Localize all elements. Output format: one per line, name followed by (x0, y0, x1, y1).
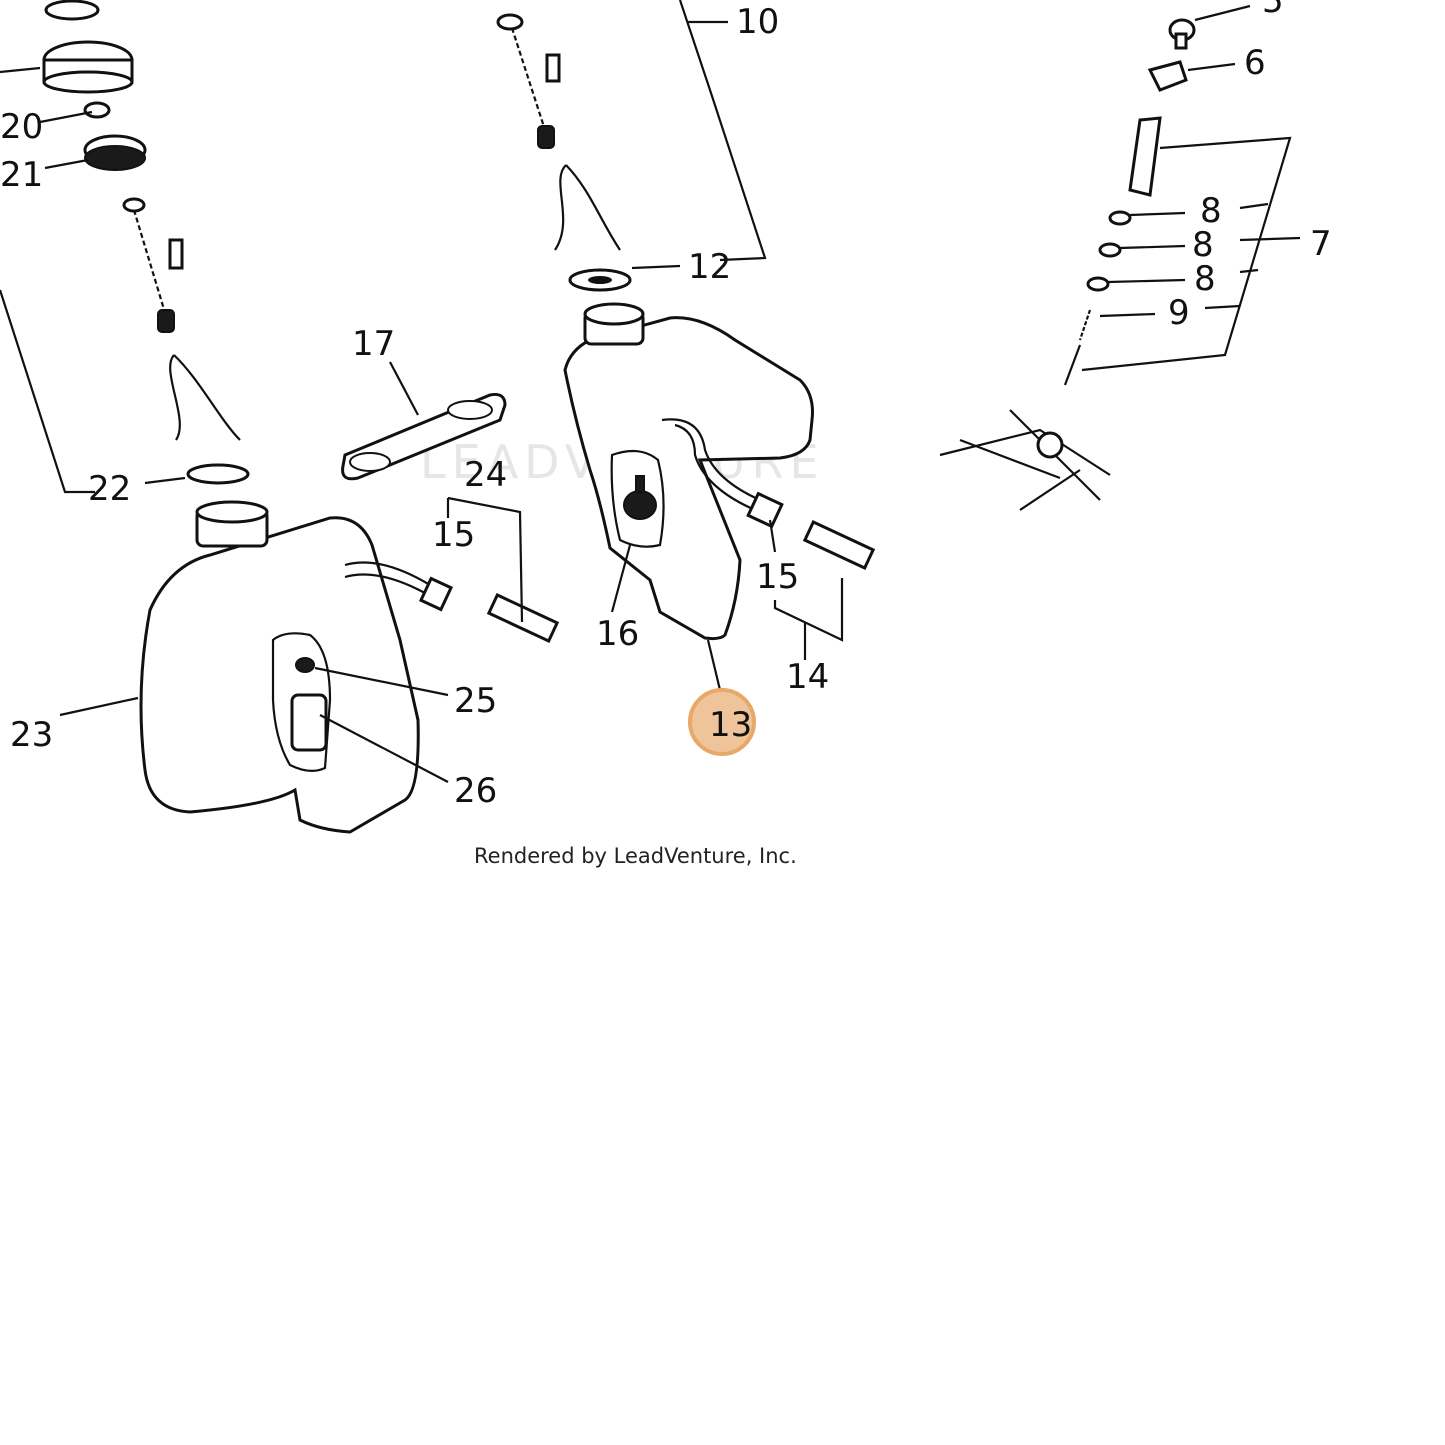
part-gasket-17 (341, 393, 507, 481)
label-25[interactable]: 25 (454, 681, 497, 721)
label-23[interactable]: 23 (10, 715, 53, 755)
part-tank-13 (563, 302, 876, 641)
label-5[interactable]: 5 (1262, 0, 1284, 21)
credit-text: Rendered by LeadVenture, Inc. (474, 844, 797, 868)
label-24[interactable]: 24 (464, 455, 507, 495)
highlight-circle-13[interactable] (688, 688, 756, 756)
part-chain-center (496, 13, 632, 292)
label-15-right[interactable]: 15 (756, 557, 799, 597)
label-22[interactable]: 22 (88, 469, 131, 509)
label-15-left[interactable]: 15 (432, 515, 475, 555)
label-8-c[interactable]: 8 (1194, 259, 1216, 299)
label-7[interactable]: 7 (1310, 224, 1332, 264)
label-8-b[interactable]: 8 (1192, 225, 1214, 265)
label-13[interactable]: 13 (709, 705, 752, 745)
label-12[interactable]: 12 (688, 247, 731, 287)
part-valve-assembly-right (939, 18, 1196, 511)
label-26[interactable]: 26 (454, 771, 497, 811)
label-21[interactable]: 21 (0, 155, 43, 195)
label-10[interactable]: 10 (736, 2, 779, 42)
part-cap-assembly-left (42, 0, 147, 171)
label-16[interactable]: 16 (596, 614, 639, 654)
part-chain-left (122, 197, 250, 485)
label-6[interactable]: 6 (1244, 43, 1266, 83)
label-20[interactable]: 20 (0, 107, 43, 147)
label-8-a[interactable]: 8 (1200, 191, 1222, 231)
label-14[interactable]: 14 (786, 657, 829, 697)
leader-lines (0, 0, 1301, 783)
label-9[interactable]: 9 (1168, 293, 1190, 333)
label-17[interactable]: 17 (352, 324, 395, 364)
